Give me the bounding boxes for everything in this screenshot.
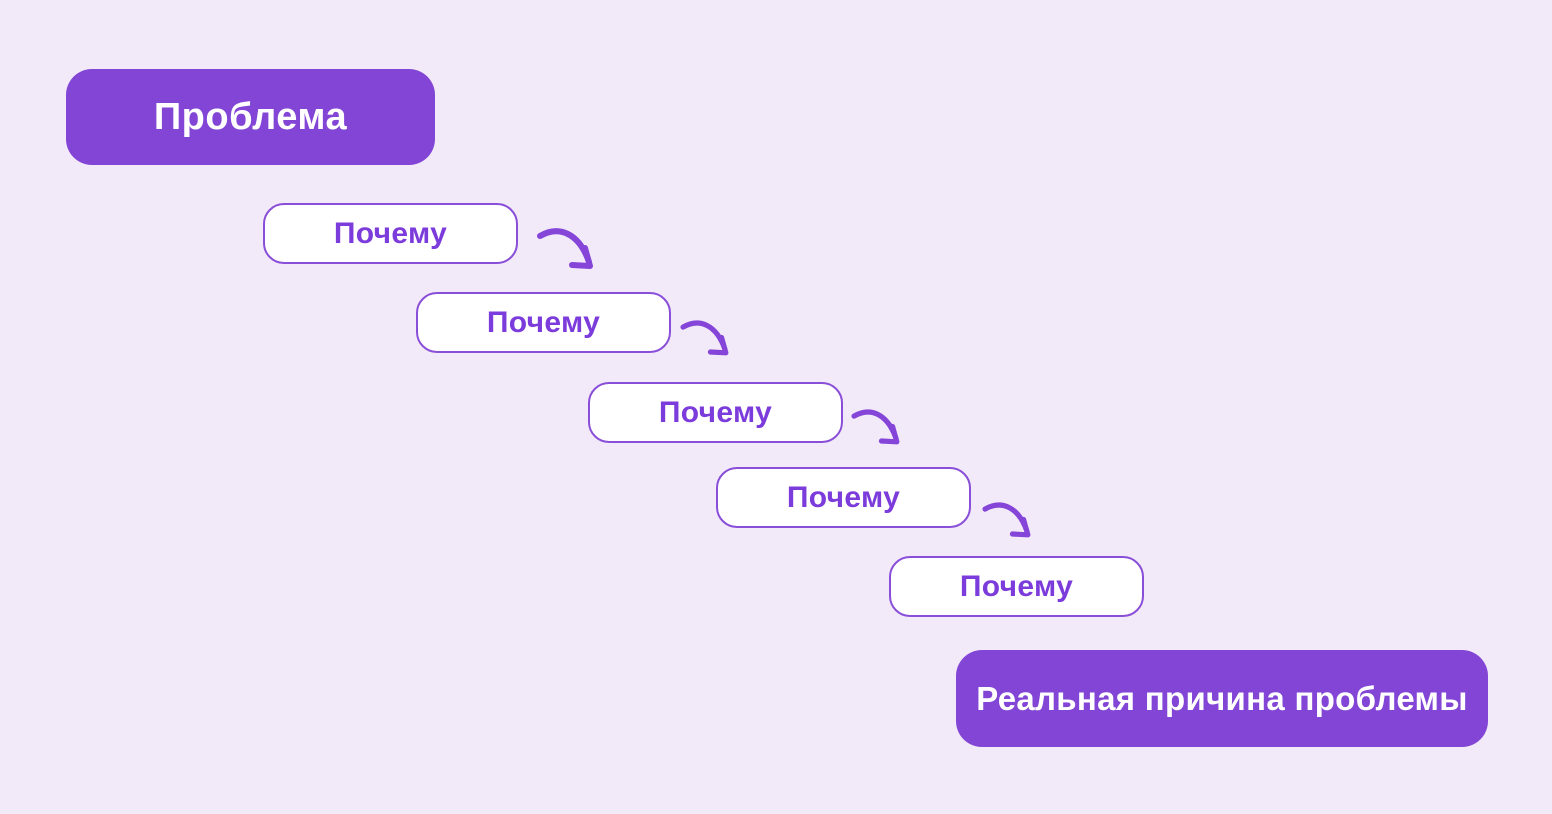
problem-box: Проблема xyxy=(66,69,435,165)
why-label-2: Почему xyxy=(486,305,601,339)
curved-arrow-down-right-icon xyxy=(533,223,603,279)
why-box-5: Почему xyxy=(889,556,1144,617)
why-box-1: Почему xyxy=(263,203,518,264)
curved-arrow-down-right-icon xyxy=(979,497,1039,547)
curved-arrow-down-right-icon xyxy=(677,315,737,365)
why-label-4: Почему xyxy=(786,480,901,514)
why-box-3: Почему xyxy=(588,382,843,443)
problem-label: Проблема xyxy=(153,95,348,138)
root-cause-label: Реальная причина проблемы xyxy=(976,679,1468,717)
why-box-2: Почему xyxy=(416,292,671,353)
why-label-1: Почему xyxy=(333,216,448,250)
why-label-5: Почему xyxy=(959,569,1074,603)
why-box-4: Почему xyxy=(716,467,971,528)
root-cause-box: Реальная причина проблемы xyxy=(956,650,1488,747)
why-label-3: Почему xyxy=(658,395,773,429)
curved-arrow-down-right-icon xyxy=(848,404,908,454)
